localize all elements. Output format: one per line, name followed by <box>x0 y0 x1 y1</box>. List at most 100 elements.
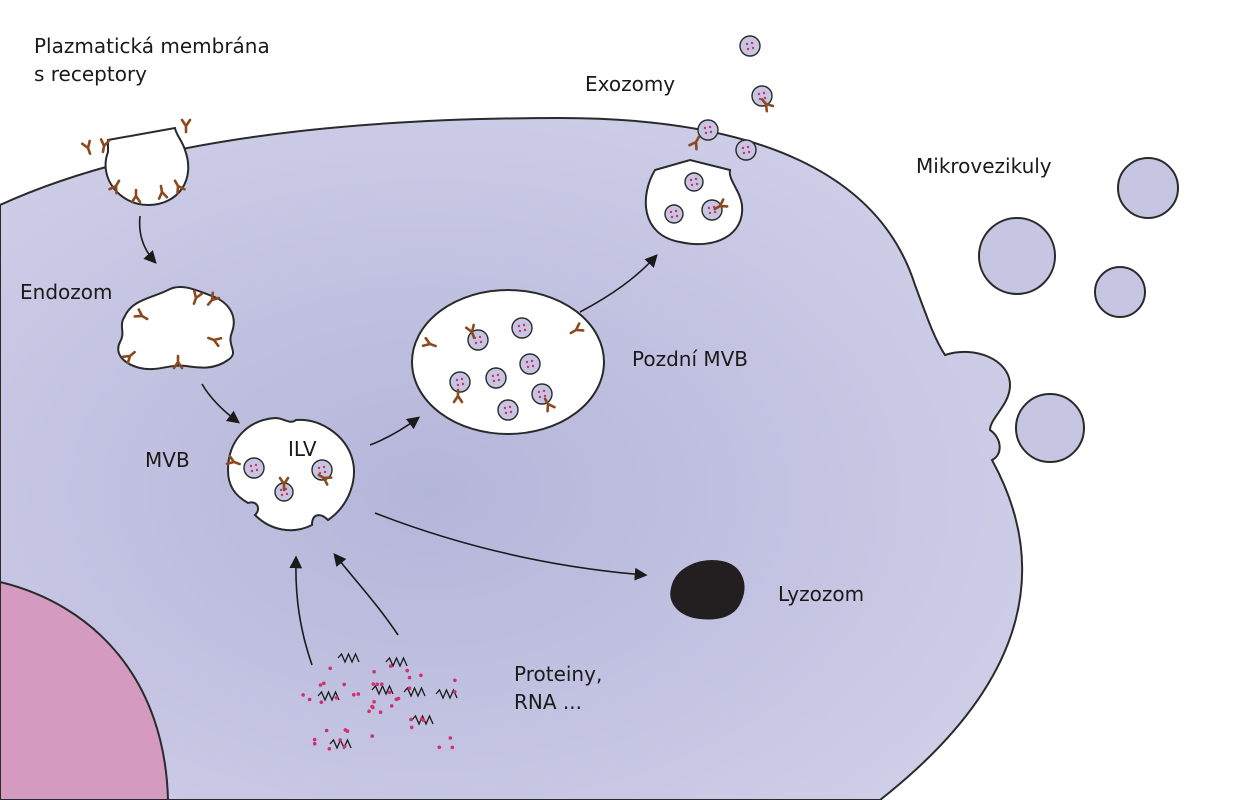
cargo-group <box>301 652 458 751</box>
small-vesicle <box>735 139 757 161</box>
arrows-group <box>138 215 658 666</box>
vesicles-group <box>243 35 773 502</box>
small-vesicle <box>511 317 533 339</box>
receptor-icon <box>180 118 192 134</box>
protein-dot <box>389 704 394 708</box>
protein-dot <box>407 675 412 680</box>
small-vesicle <box>751 85 773 107</box>
label-cargo-line1: Proteiny, <box>514 662 603 686</box>
protein-dot <box>448 736 453 740</box>
receptor-icon <box>130 188 142 204</box>
small-vesicle <box>684 172 704 192</box>
protein-dot <box>372 700 376 704</box>
microvesicle <box>978 217 1056 295</box>
protein-dot <box>380 682 384 686</box>
receptor-icon <box>173 179 186 195</box>
rna-strand <box>385 656 408 668</box>
protein-dot <box>419 717 424 721</box>
mvb <box>226 416 355 532</box>
rna-strand <box>337 652 360 664</box>
small-vesicle <box>311 459 333 481</box>
arrow-late-mvb-to-release <box>579 254 658 313</box>
small-vesicle <box>697 119 719 141</box>
receptor-icon <box>99 138 111 154</box>
receptor-icon <box>713 198 729 211</box>
small-vesicle <box>664 204 684 224</box>
rna-strand <box>435 688 458 700</box>
label-cargo-line2: RNA ... <box>514 690 582 714</box>
protein-dot <box>352 692 356 697</box>
receptor-icon <box>452 388 464 404</box>
nucleus <box>0 580 170 800</box>
receptor-icon <box>108 179 121 195</box>
protein-dot <box>450 745 455 750</box>
receptor-icon <box>133 308 149 321</box>
arrow-cargo-to-mvb-right <box>333 553 399 636</box>
protein-dot <box>322 681 326 686</box>
protein-dot <box>319 700 324 704</box>
label-cargo: Proteiny, RNA ... <box>514 660 602 716</box>
protein-dot <box>372 670 376 674</box>
label-microvesicles: Mikrovezikuly <box>916 154 1052 178</box>
small-vesicle <box>519 353 541 375</box>
receptor-icon <box>172 354 184 370</box>
receptor-icon <box>317 473 333 486</box>
receptor-icon <box>278 476 290 492</box>
protein-dot <box>370 704 374 709</box>
protein-dot <box>301 693 305 697</box>
protein-dot <box>356 692 361 696</box>
rna-strand <box>371 684 394 696</box>
protein-dot <box>318 683 323 687</box>
protein-dot <box>334 696 339 700</box>
protein-dot <box>312 737 317 742</box>
protein-dot <box>407 686 412 690</box>
rna-strand <box>411 714 434 726</box>
protein-dot <box>371 682 376 686</box>
cell-cytoplasm <box>0 116 1024 800</box>
receptor-icon <box>225 454 241 466</box>
protein-dot <box>370 734 375 738</box>
label-plasma-membrane-line1: Plazmatická membrána <box>34 34 270 58</box>
label-plasma-membrane-line2: s receptory <box>34 62 147 86</box>
small-vesicle <box>485 367 507 389</box>
label-endosome: Endozom <box>20 280 113 304</box>
label-lysosome: Lyzozom <box>778 582 865 606</box>
label-plasma-membrane: Plazmatická membrána s receptory <box>34 32 270 88</box>
receptor-icon <box>569 322 585 335</box>
receptor-icon <box>207 336 223 348</box>
small-vesicle <box>243 457 265 479</box>
microvesicle <box>1094 266 1146 318</box>
microvesicles-group <box>978 157 1179 463</box>
arrow-mvb-to-lysosome <box>374 512 648 581</box>
label-late-mvb: Pozdní MVB <box>632 347 749 371</box>
rna-strand <box>317 690 340 702</box>
protein-dot <box>342 682 347 687</box>
receptor-icon <box>157 184 169 200</box>
arrow-mvb-to-late-mvb <box>369 416 421 446</box>
receptor-icon <box>121 350 136 365</box>
microvesicle <box>1015 393 1085 463</box>
small-vesicle <box>497 399 519 421</box>
protein-dot <box>375 682 380 687</box>
small-vesicle <box>449 371 471 393</box>
receptor-icon <box>421 336 437 348</box>
microvesicle <box>1117 157 1179 219</box>
protein-dot <box>327 747 332 751</box>
arrow-pit-to-endosome <box>138 215 157 264</box>
exosome-release-pocket <box>644 158 744 246</box>
receptor-icon <box>543 397 556 413</box>
protein-dot <box>328 666 333 671</box>
protein-dot <box>437 745 442 750</box>
receptor-icon <box>206 291 221 306</box>
rna-strand <box>403 686 426 698</box>
small-vesicle <box>739 35 761 57</box>
label-ilv: ILV <box>288 437 317 461</box>
protein-dot <box>453 678 457 683</box>
protein-dot <box>405 668 410 673</box>
protein-dot <box>312 741 317 746</box>
receptor-icon <box>192 289 204 305</box>
protein-dot <box>338 738 343 742</box>
protein-dot <box>388 664 393 668</box>
protein-dot <box>378 710 383 714</box>
